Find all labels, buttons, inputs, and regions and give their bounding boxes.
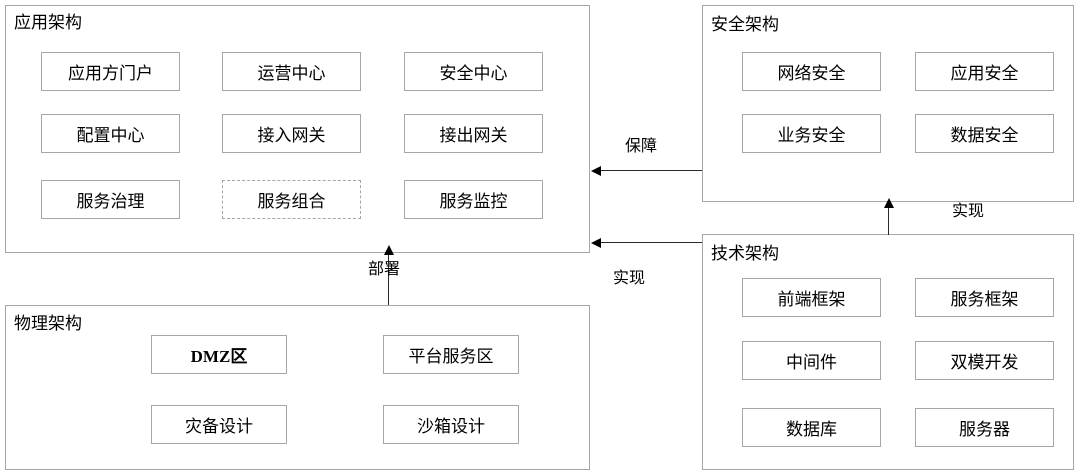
edge-label-baozhang: 保障 (625, 138, 658, 155)
node-security-center[interactable]: 安全中心 (404, 52, 543, 91)
group-security-architecture-title: 安全架构 (711, 15, 779, 34)
edge-technology-to-security-arrowhead (884, 198, 894, 208)
node-business-security[interactable]: 业务安全 (742, 114, 881, 153)
node-egress-gateway[interactable]: 接出网关 (404, 114, 543, 153)
edge-security-to-application-line (601, 170, 702, 171)
node-platform-service-zone[interactable]: 平台服务区 (383, 335, 519, 374)
node-sandbox-design[interactable]: 沙箱设计 (383, 405, 519, 444)
group-security-architecture (702, 5, 1074, 202)
node-config-center[interactable]: 配置中心 (41, 114, 180, 153)
node-dual-mode-development[interactable]: 双模开发 (915, 341, 1054, 380)
group-physical-architecture-title: 物理架构 (14, 314, 82, 333)
node-application-portal[interactable]: 应用方门户 (41, 52, 180, 91)
node-network-security[interactable]: 网络安全 (742, 52, 881, 91)
node-ingress-gateway[interactable]: 接入网关 (222, 114, 361, 153)
edge-technology-to-application-arrowhead (591, 238, 601, 248)
node-data-security[interactable]: 数据安全 (915, 114, 1054, 153)
edge-label-shixian-security: 实现 (952, 203, 985, 220)
node-middleware[interactable]: 中间件 (742, 341, 881, 380)
node-database[interactable]: 数据库 (742, 408, 881, 447)
node-service-framework[interactable]: 服务框架 (915, 278, 1054, 317)
node-application-security[interactable]: 应用安全 (915, 52, 1054, 91)
edge-label-bushu: 部署 (368, 261, 401, 278)
edge-technology-to-application-line (601, 242, 702, 243)
node-server[interactable]: 服务器 (915, 408, 1054, 447)
edge-technology-to-security-line (888, 205, 889, 235)
node-operation-center[interactable]: 运营中心 (222, 52, 361, 91)
node-dmz-zone[interactable]: DMZ区 (151, 335, 287, 374)
edge-physical-to-application-line (388, 253, 389, 305)
node-frontend-framework[interactable]: 前端框架 (742, 278, 881, 317)
group-technology-architecture-title: 技术架构 (711, 244, 779, 263)
node-disaster-recovery-design[interactable]: 灾备设计 (151, 405, 287, 444)
node-service-monitoring[interactable]: 服务监控 (404, 180, 543, 219)
group-application-architecture-title: 应用架构 (14, 13, 82, 32)
node-service-governance[interactable]: 服务治理 (41, 180, 180, 219)
node-service-composition[interactable]: 服务组合 (222, 180, 361, 219)
group-physical-architecture (5, 305, 590, 470)
edge-label-shixian-application: 实现 (613, 270, 646, 287)
edge-physical-to-application-arrowhead (384, 245, 394, 255)
edge-security-to-application-arrowhead (591, 166, 601, 176)
